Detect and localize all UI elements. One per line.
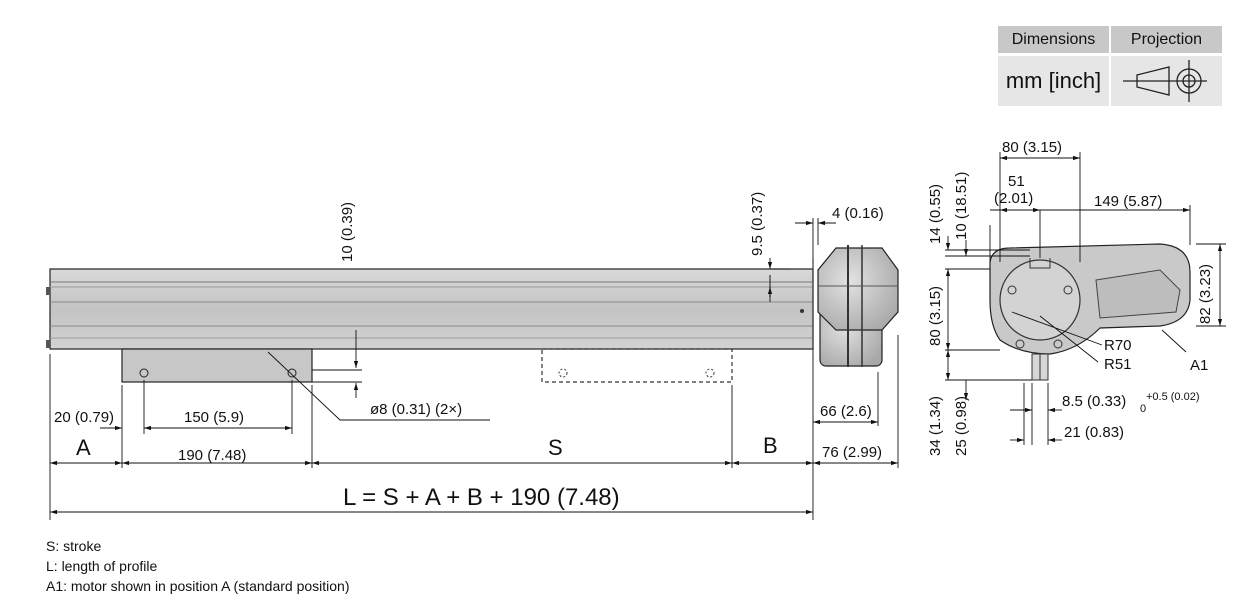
dim-150: 150 (5.9): [184, 409, 244, 426]
dim-10: 10 (0.39): [339, 202, 356, 262]
label-s: S: [548, 435, 563, 460]
end-plug: [46, 340, 50, 348]
radius-51: R51: [1104, 356, 1132, 373]
dim-14: 14 (0.55): [927, 184, 944, 244]
legend: S: stroke L: length of profile A1: motor…: [46, 536, 350, 596]
unit-value: mm [inch]: [998, 56, 1109, 106]
dim-80-left: 80 (3.15): [927, 286, 944, 346]
dim-149: 149 (5.87): [1094, 193, 1162, 210]
radius-70: R70: [1104, 337, 1132, 354]
dim-34: 34 (1.34): [927, 396, 944, 456]
projection-table: Dimensions Projection mm [inch]: [998, 26, 1222, 106]
end-view: 80 (3.15) 51 (2.01) 149 (5.87) 14 (0.55)…: [927, 139, 1226, 456]
dim-4: 4 (0.16): [832, 205, 884, 222]
dim-80-top: 80 (3.15): [1002, 139, 1062, 156]
dim-190: 190 (7.48): [178, 447, 246, 464]
legend-length: L: length of profile: [46, 558, 158, 574]
dim-21: 21 (0.83): [1064, 424, 1124, 441]
projection-symbol-cell: [1111, 56, 1222, 106]
position-a1: A1: [1190, 357, 1208, 374]
label-a: A: [76, 435, 91, 460]
legend-stroke: S: stroke: [46, 538, 102, 554]
profile-body: [49, 268, 814, 350]
first-angle-projection-icon: [1123, 60, 1207, 102]
dim-51: 51: [1008, 173, 1025, 190]
carriage-end-position: [541, 348, 733, 383]
motor-end-outline: [989, 243, 1191, 381]
dim-20: 20 (0.79): [54, 409, 114, 426]
dim-66: 66 (2.6): [820, 403, 872, 420]
tolerance-upper: +0.5 (0.02): [1146, 391, 1200, 403]
legend-motor-position: A1: motor shown in position A (standard …: [46, 578, 350, 594]
dim-51-inch: (2.01): [994, 190, 1033, 207]
dim-76: 76 (2.99): [822, 444, 882, 461]
dim-25: 25 (0.98): [953, 396, 970, 456]
motor-unit: [812, 245, 899, 367]
dim-hole-diameter: ø8 (0.31) (2×): [370, 401, 462, 418]
side-view: 10 (0.39) 9.5 (0.37) 4 (0.16) ø8 (0.31) …: [46, 192, 899, 520]
carriage-block: [121, 348, 313, 383]
dimensions-header: Dimensions: [998, 26, 1109, 53]
projection-header: Projection: [1111, 26, 1222, 53]
dim-10-end: 10 (18.51): [953, 172, 970, 240]
end-plug: [46, 287, 50, 295]
formula-l: L = S + A + B + 190 (7.48): [343, 484, 620, 511]
tolerance-lower: 0: [1140, 403, 1146, 415]
dim-82: 82 (3.23): [1197, 264, 1214, 324]
dim-9-5: 9.5 (0.37): [749, 192, 766, 256]
dim-8-5: 8.5 (0.33): [1062, 393, 1126, 410]
label-b: B: [763, 433, 778, 458]
